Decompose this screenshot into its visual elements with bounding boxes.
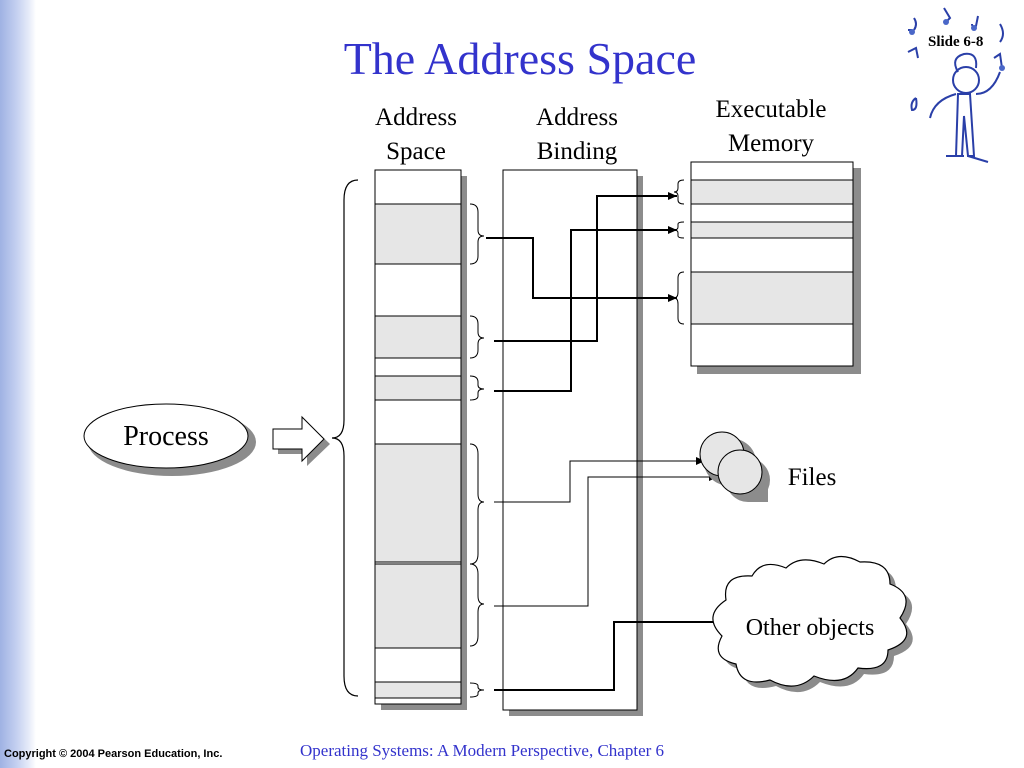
process-ellipse: [83, 403, 256, 476]
other-objects-label: Other objects: [745, 615, 875, 641]
course-footer: Operating Systems: A Modern Perspective,…: [300, 741, 665, 760]
binding-line: [494, 618, 724, 691]
address-space-segment: [374, 203, 462, 265]
process-label: Process: [123, 421, 209, 452]
address-space-segment: [374, 315, 462, 359]
process-brace: [331, 179, 359, 697]
address-space-header: Address Space: [375, 104, 457, 165]
slide-title: The Address Space: [343, 33, 697, 84]
files-label: Files: [787, 464, 837, 491]
sidebar-gradient: [0, 0, 36, 768]
executable-memory-column: [690, 161, 861, 374]
process-arrow: [272, 415, 330, 466]
executable-memory-header: Executable Memory: [715, 96, 827, 157]
memory-block: [690, 179, 854, 205]
address-space-segment: [374, 563, 462, 649]
files-shape: [699, 431, 770, 502]
address-space-segment: [374, 375, 462, 401]
binding-line: [494, 192, 677, 342]
address-space-column: [374, 169, 467, 710]
binding-line: [494, 457, 705, 503]
composer-clipart-icon: [907, 7, 1005, 163]
address-binding-header: Address Binding: [536, 104, 618, 165]
memory-block: [690, 221, 854, 239]
address-space-segment: [374, 681, 462, 699]
other-objects-cloud: [712, 555, 913, 693]
slide-number: Slide 6-8: [928, 34, 984, 50]
binding-line: [494, 226, 677, 392]
address-space-segment: [374, 443, 462, 563]
memory-block: [690, 271, 854, 325]
address-binding-column: [502, 169, 643, 716]
binding-line: [486, 237, 677, 302]
copyright-footer: Copyright © 2004 Pearson Education, Inc.: [4, 748, 223, 760]
binding-line: [494, 473, 718, 607]
